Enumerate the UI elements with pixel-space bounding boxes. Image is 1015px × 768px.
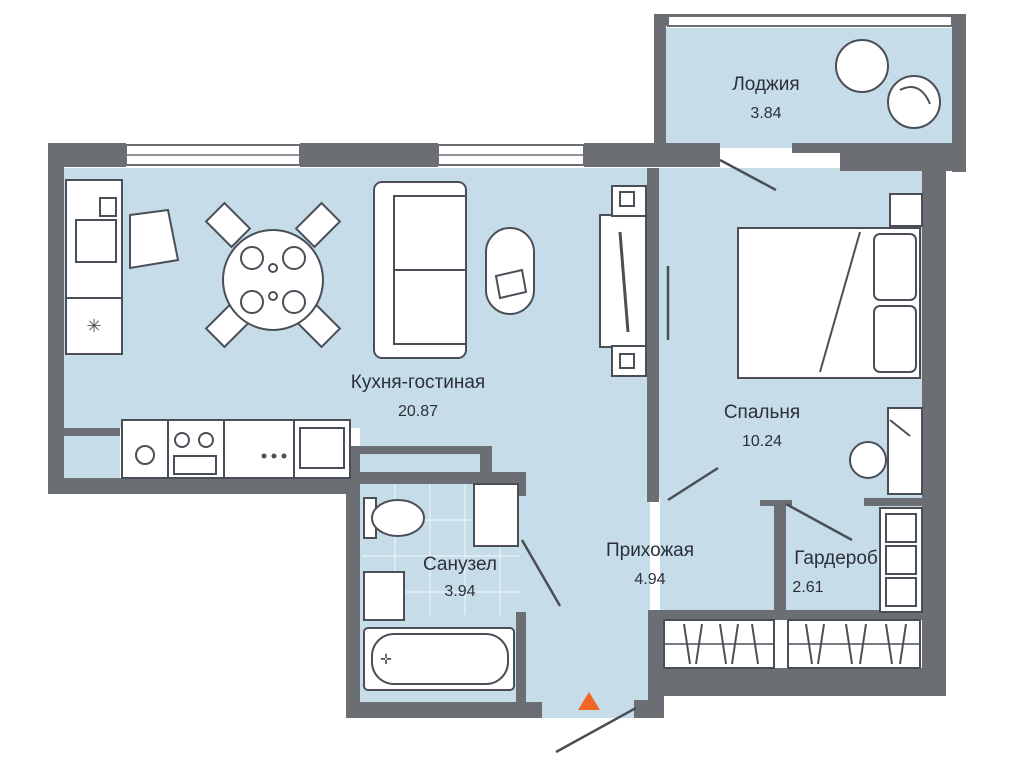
- loggia-door-icon: [719, 158, 777, 192]
- entrance-marker-icon: [578, 692, 600, 710]
- svg-text:✛: ✛: [380, 652, 392, 668]
- laptop-icon: [75, 219, 117, 263]
- armchair-icon: [887, 75, 941, 129]
- washing-machine-icon: [135, 445, 155, 465]
- bedroom-door-icon: [667, 466, 719, 502]
- loggia-furniture: [835, 39, 941, 129]
- kitchen-sink-icon: [299, 427, 345, 469]
- doors: [520, 158, 853, 754]
- bedroom-area: 10.24: [742, 433, 782, 450]
- loggia-area: 3.84: [750, 105, 781, 122]
- kitchen-counter: [121, 419, 351, 479]
- wardrobe-name: Гардероб: [794, 548, 878, 569]
- bathroom-area: 3.94: [444, 583, 475, 600]
- wardrobe-door-icon: [785, 502, 853, 542]
- kitchen-name: Кухня-гостиная: [351, 372, 485, 393]
- stove-burner-icon: [174, 432, 190, 448]
- coffee-table-icon: [485, 227, 535, 315]
- windows: [125, 15, 953, 166]
- toilet-icon: [363, 497, 425, 539]
- bedroom-furniture: [737, 193, 923, 495]
- kitchen-furniture: ✳: [65, 179, 647, 479]
- office-chair-icon: [129, 208, 180, 270]
- bathroom-name: Санузел: [423, 554, 497, 575]
- hallway-name: Прихожая: [606, 540, 694, 561]
- bathtub-icon: [363, 627, 515, 691]
- sofa-icon: [373, 181, 467, 359]
- bathroom-door-icon: [520, 539, 562, 607]
- wardrobe-shelves: [879, 507, 923, 613]
- double-bed-icon: [737, 227, 921, 379]
- wardrobe-area: 2.61: [792, 579, 823, 596]
- washing-machine-bath-icon: [473, 483, 519, 547]
- kitchen-area: 20.87: [398, 403, 438, 420]
- snowflake-icon: ✳: [86, 316, 101, 337]
- flower-icon: [849, 441, 887, 479]
- kitchen-nook-floor: [64, 428, 120, 478]
- dining-table-icon: [204, 201, 342, 349]
- hanger-rail-icon: [663, 619, 921, 669]
- washbasin-icon: [363, 571, 405, 621]
- bathroom-fixtures: ✛: [363, 483, 519, 691]
- wardrobe-floor: [660, 498, 922, 618]
- entrance-door-icon: [555, 706, 637, 754]
- round-table-icon: [835, 39, 889, 93]
- fridge: [65, 297, 123, 355]
- tv-unit-icon: [599, 185, 647, 377]
- lamp-icon: [99, 197, 117, 217]
- loggia-name: Лоджия: [732, 74, 799, 95]
- bedroom-name: Спальня: [724, 402, 800, 423]
- hallway-area: 4.94: [634, 571, 665, 588]
- dresser-icon: [887, 407, 923, 495]
